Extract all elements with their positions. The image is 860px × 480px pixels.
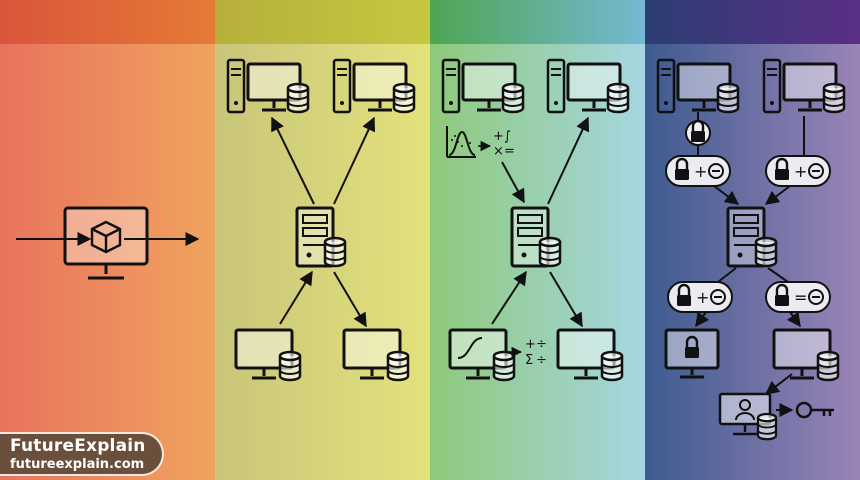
equals-symbol: = <box>504 144 515 159</box>
server-icon <box>728 208 776 266</box>
server-icon <box>512 208 560 266</box>
brand-url: futureexplain.com <box>10 457 145 472</box>
curve-icon <box>457 337 483 359</box>
monitor-database-icon <box>774 330 838 380</box>
plus-symbol: + <box>696 288 709 307</box>
brand-badge: FutureExplain futureexplain.com <box>0 432 164 476</box>
desktop-computer-icon <box>658 60 738 112</box>
monitor-database-icon <box>344 330 408 380</box>
user-icon <box>739 399 751 411</box>
plus-symbol: + <box>794 162 807 181</box>
plus-symbol: + <box>694 162 707 181</box>
cube-icon <box>90 220 122 254</box>
desktop-computer-icon <box>548 60 628 112</box>
desktop-computer-icon <box>443 60 523 112</box>
panel-header-band <box>430 0 645 44</box>
server-icon <box>297 208 345 266</box>
desktop-computer-icon <box>334 60 414 112</box>
encryption-pill: = <box>765 281 831 313</box>
locked-monitor-icon <box>664 328 720 379</box>
math-symbols-icon: + ∫ × = <box>493 129 515 159</box>
times-symbol: × <box>493 144 504 159</box>
arrow-server-to-top-left <box>271 116 315 205</box>
panel-header-band <box>645 0 860 44</box>
encryption-pill: + <box>665 155 731 187</box>
arrow-bottom-left-to-server <box>491 270 527 325</box>
monitor-database-icon <box>236 330 300 380</box>
arrow-bottom-left-to-server <box>279 270 313 325</box>
encryption-pill: + <box>667 281 733 313</box>
plus-symbol: + <box>525 337 536 352</box>
integral-symbol: ∫ <box>504 129 511 144</box>
plus-symbol: + <box>493 129 504 144</box>
centralized-computer <box>63 206 149 280</box>
panel-header-band <box>0 0 215 44</box>
distribution-chart-icon <box>446 126 476 158</box>
lock-badge <box>685 119 711 146</box>
divide-symbol: ÷ <box>536 337 547 352</box>
divide-symbol: ÷ <box>536 353 547 368</box>
panel-header-band <box>215 0 430 44</box>
brand-name: FutureExplain <box>10 436 146 456</box>
arrow-server-to-bottom-right <box>333 271 367 328</box>
key-icon <box>795 401 834 419</box>
user-workstation-icon <box>718 392 778 441</box>
arrow-server-to-bottom-right <box>549 271 583 328</box>
arrow-math-to-server <box>501 161 525 204</box>
arrow-server-to-top-right <box>547 116 590 205</box>
monitor-database-icon <box>558 330 622 380</box>
desktop-computer-icon <box>764 60 844 112</box>
math-symbols-icon: + ÷ Σ ÷ <box>525 337 547 368</box>
desktop-computer-icon <box>228 60 308 112</box>
arrow-server-to-top-right <box>333 116 376 205</box>
sigma-symbol: Σ <box>525 353 533 368</box>
equals-symbol: = <box>794 288 807 307</box>
encryption-pill: + <box>765 155 831 187</box>
